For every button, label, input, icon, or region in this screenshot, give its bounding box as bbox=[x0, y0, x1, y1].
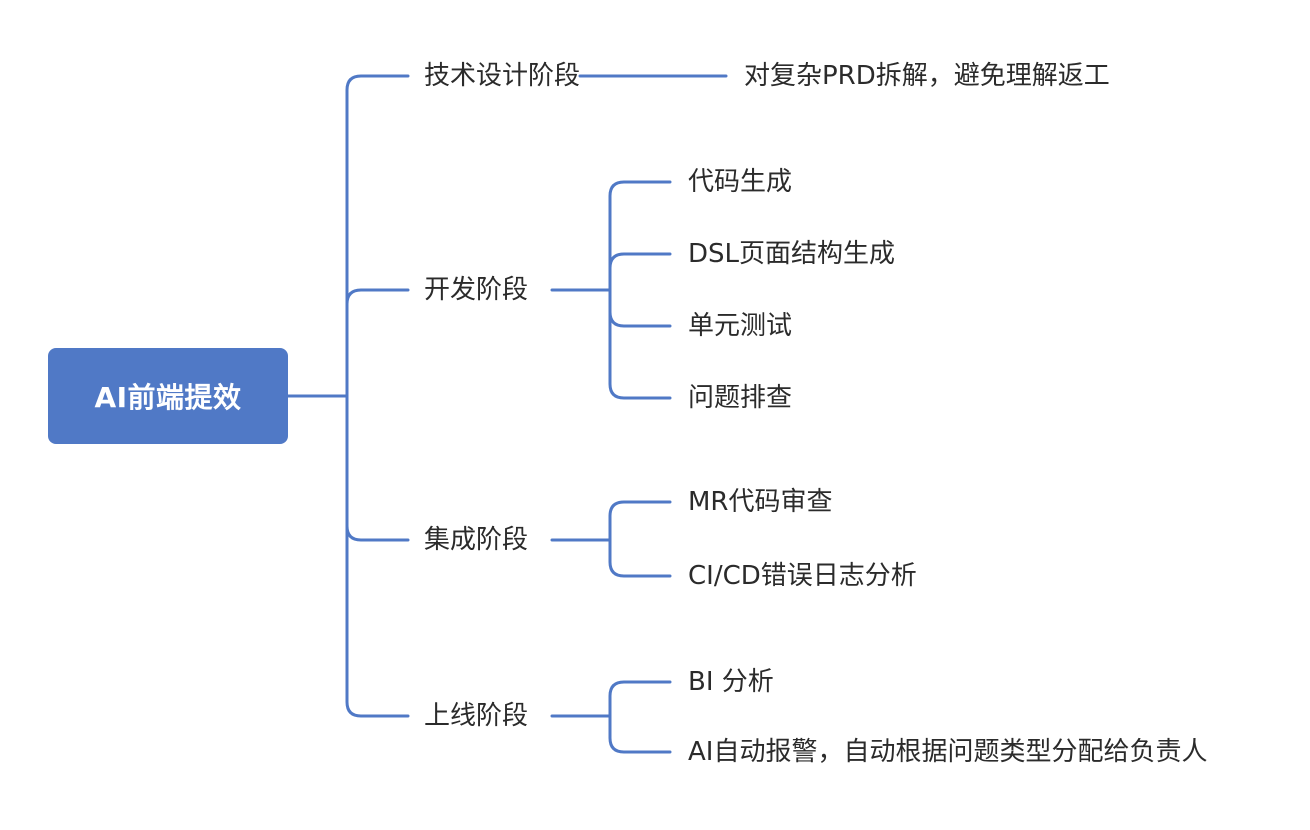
connector-dev-child-dsl bbox=[608, 252, 672, 270]
connector-integration-child-cicd bbox=[608, 538, 672, 578]
leaf-mr-code-review[interactable]: MR代码审查 bbox=[688, 484, 833, 520]
branch-tech-design[interactable]: 技术设计阶段 bbox=[424, 56, 580, 96]
connector-to-branch-tech-design bbox=[345, 74, 410, 398]
leaf-ai-alerting-label: AI自动报警，自动根据问题类型分配给负责人 bbox=[688, 737, 1208, 767]
branch-release-label: 上线阶段 bbox=[424, 701, 529, 731]
connector-release-child-alert bbox=[608, 714, 672, 754]
leaf-bi-analysis-label: BI 分析 bbox=[688, 667, 774, 697]
leaf-prd-breakdown-label: 对复杂PRD拆解，避免理解返工 bbox=[744, 61, 1110, 91]
connector-integration-child-mr bbox=[608, 500, 672, 542]
branch-release[interactable]: 上线阶段 bbox=[424, 696, 528, 736]
root-topic-label: AI前端提效 bbox=[94, 381, 242, 414]
connector-dev-child-unit-test bbox=[608, 288, 672, 328]
root-topic[interactable]: AI前端提效 bbox=[48, 348, 288, 444]
leaf-ai-alerting[interactable]: AI自动报警，自动根据问题类型分配给负责人 bbox=[688, 734, 1207, 770]
branch-dev[interactable]: 开发阶段 bbox=[424, 270, 528, 310]
connector-to-branch-dev bbox=[345, 288, 410, 306]
leaf-cicd-log-analysis-label: CI/CD错误日志分析 bbox=[688, 561, 917, 591]
leaf-code-generation-label: 代码生成 bbox=[688, 167, 793, 197]
leaf-code-generation[interactable]: 代码生成 bbox=[688, 164, 792, 200]
leaf-dsl-page-structure[interactable]: DSL页面结构生成 bbox=[688, 236, 895, 272]
connector-dev-child-codegen bbox=[608, 180, 672, 292]
leaf-mr-code-review-label: MR代码审查 bbox=[688, 487, 833, 517]
branch-integration-label: 集成阶段 bbox=[424, 525, 529, 555]
leaf-unit-test[interactable]: 单元测试 bbox=[688, 308, 792, 344]
leaf-unit-test-label: 单元测试 bbox=[688, 311, 793, 341]
connector-release-child-bi bbox=[608, 680, 672, 718]
leaf-bi-analysis[interactable]: BI 分析 bbox=[688, 664, 774, 700]
branch-integration[interactable]: 集成阶段 bbox=[424, 520, 528, 560]
leaf-troubleshooting[interactable]: 问题排查 bbox=[688, 380, 792, 416]
connector-to-branch-release bbox=[345, 524, 410, 718]
branch-dev-label: 开发阶段 bbox=[424, 275, 529, 305]
leaf-prd-breakdown[interactable]: 对复杂PRD拆解，避免理解返工 bbox=[744, 58, 1110, 94]
leaf-dsl-page-structure-label: DSL页面结构生成 bbox=[688, 239, 896, 269]
leaf-troubleshooting-label: 问题排查 bbox=[688, 383, 793, 413]
leaf-cicd-log-analysis[interactable]: CI/CD错误日志分析 bbox=[688, 558, 917, 594]
connector-to-branch-integration bbox=[345, 394, 410, 542]
connector-dev-child-debug bbox=[608, 310, 672, 400]
branch-tech-design-label: 技术设计阶段 bbox=[424, 61, 581, 91]
